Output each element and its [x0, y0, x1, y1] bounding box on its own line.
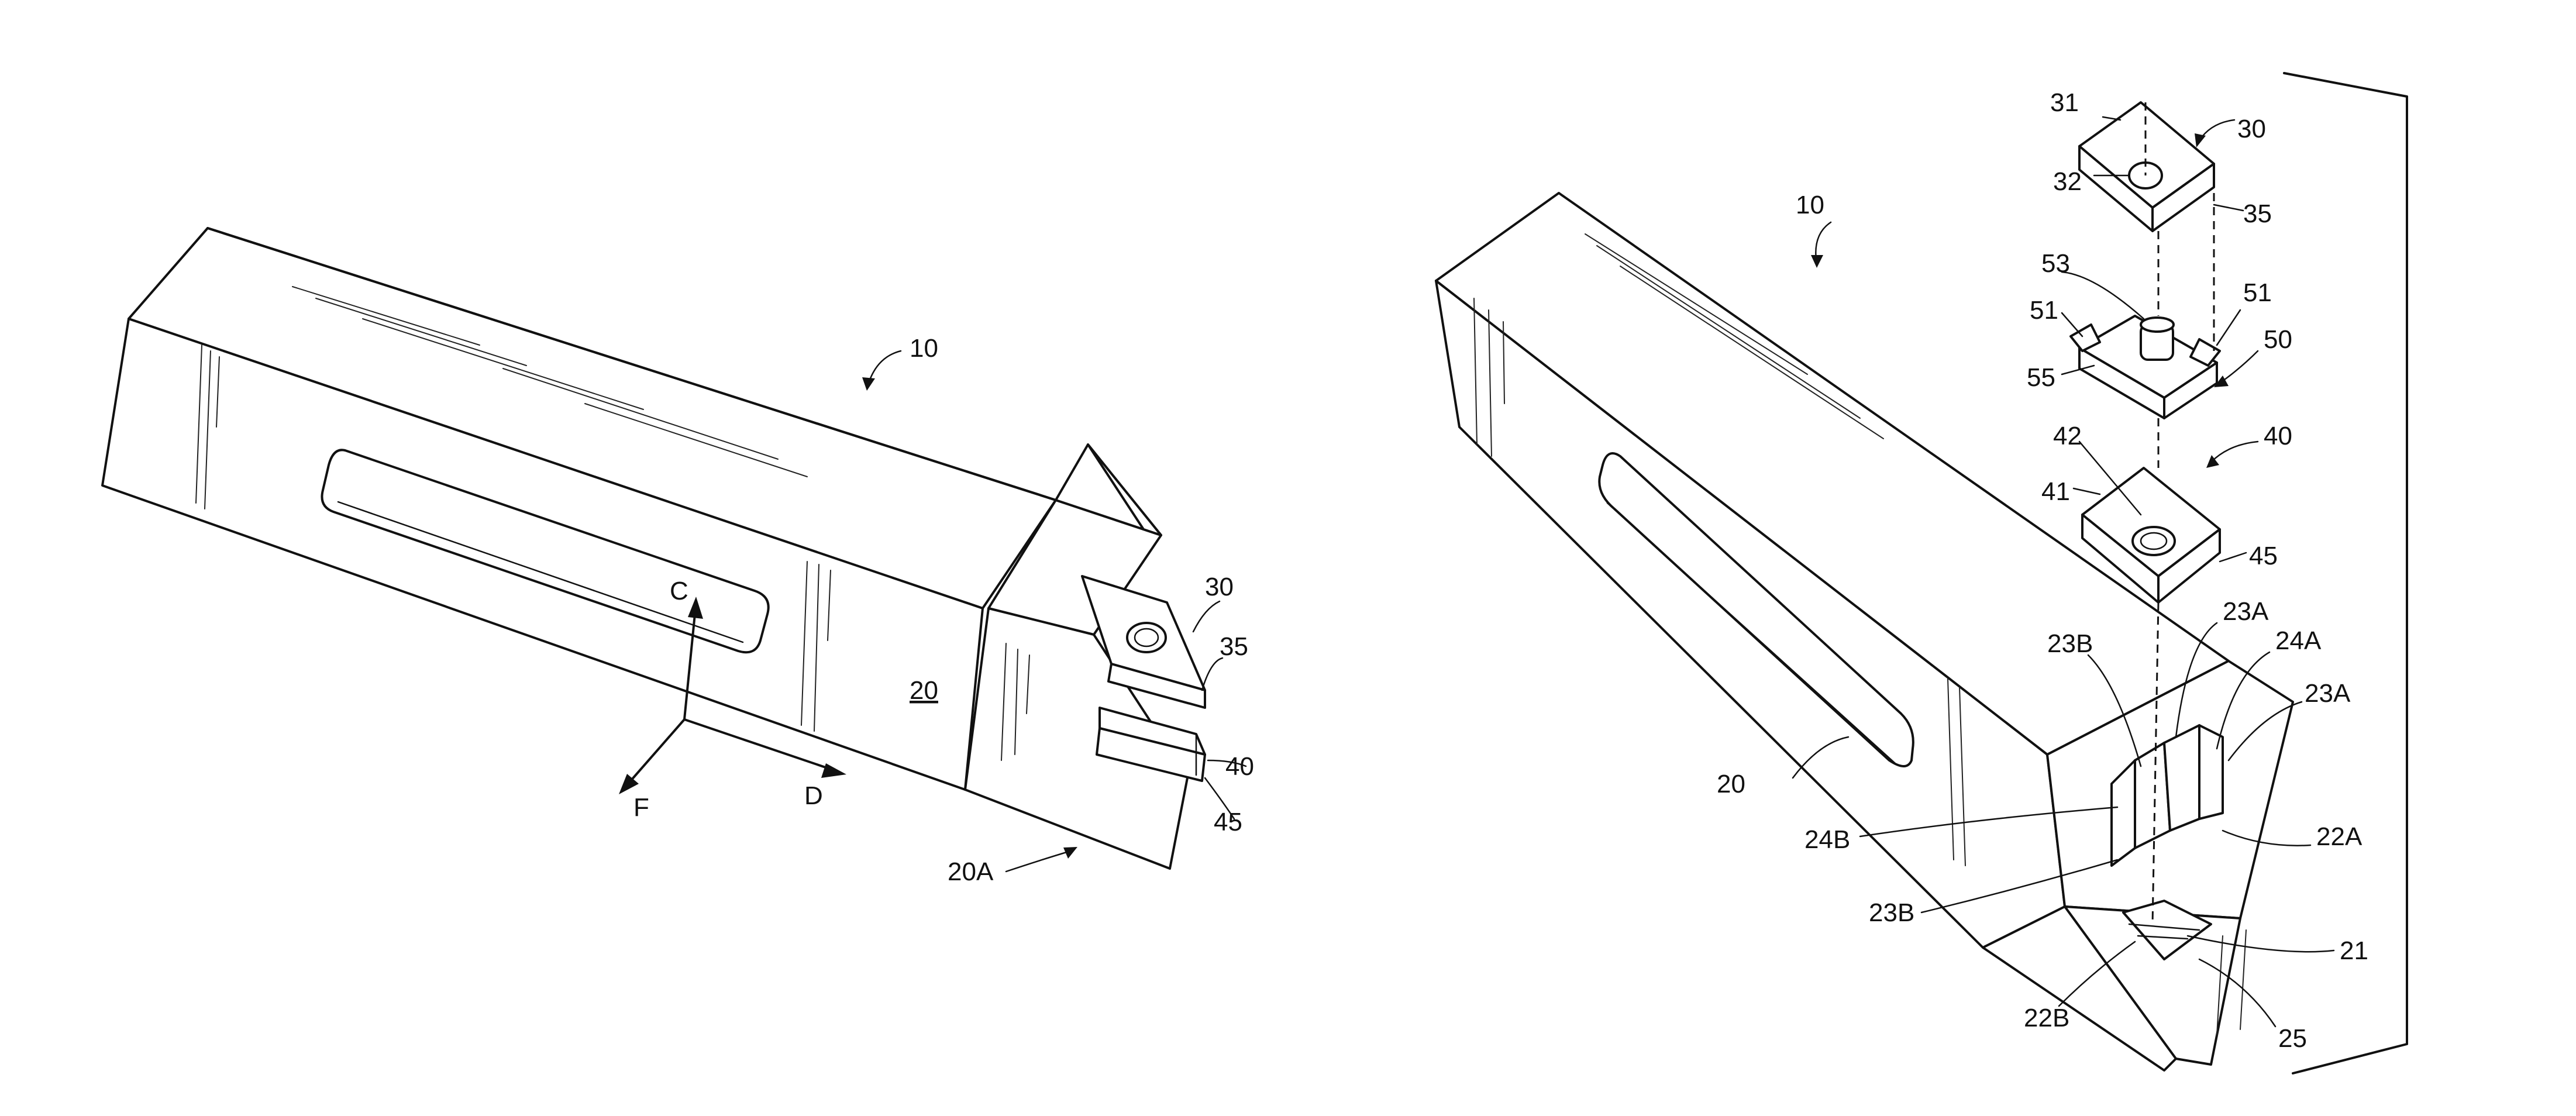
tool-body-left [102, 228, 1056, 790]
label-35-left: 35 [1220, 632, 1248, 661]
label-10-right: 10 [1796, 191, 1824, 219]
label-51-left: 51 [2030, 296, 2058, 325]
label-45-right: 45 [2249, 542, 2278, 570]
label-22B: 22B [2024, 1004, 2069, 1032]
label-axis-c: C [670, 577, 688, 605]
label-24A: 24A [2275, 626, 2322, 655]
left-figure: 10 20 30 35 40 45 20A C D F [102, 228, 1254, 886]
label-axis-d: D [804, 781, 823, 810]
pin-member-50 [2071, 316, 2220, 418]
label-23B-bottom: 23B [1869, 898, 1914, 927]
label-25: 25 [2278, 1024, 2307, 1053]
label-20-right: 20 [1717, 770, 1745, 798]
label-42: 42 [2053, 422, 2082, 450]
label-30-left: 30 [1205, 573, 1234, 601]
label-50: 50 [2264, 325, 2292, 354]
label-20A-left: 20A [948, 857, 994, 886]
figure-bracket [2284, 73, 2407, 1073]
label-axis-f: F [633, 793, 649, 822]
label-23B-top: 23B [2047, 629, 2093, 658]
label-53: 53 [2041, 249, 2070, 278]
right-figure: 30 31 32 35 10 53 51 51 50 55 40 42 41 4… [1436, 73, 2407, 1073]
label-10-left: 10 [910, 334, 938, 363]
label-40-left: 40 [1225, 752, 1254, 781]
label-35-right: 35 [2243, 199, 2272, 228]
label-23A-right: 23A [2305, 679, 2351, 708]
label-55: 55 [2027, 363, 2055, 392]
label-31: 31 [2050, 88, 2079, 117]
label-32: 32 [2053, 167, 2082, 196]
label-40-right: 40 [2264, 422, 2292, 450]
label-30-right: 30 [2237, 115, 2266, 143]
label-23A-top: 23A [2223, 597, 2269, 626]
label-45-left: 45 [1214, 808, 1242, 836]
label-51-right: 51 [2243, 278, 2272, 307]
label-22A: 22A [2316, 822, 2363, 851]
label-41: 41 [2041, 477, 2070, 506]
insert-30-right [2079, 102, 2214, 231]
label-21: 21 [2340, 936, 2368, 965]
label-20-left: 20 [910, 676, 938, 705]
label-24B: 24B [1804, 825, 1850, 854]
